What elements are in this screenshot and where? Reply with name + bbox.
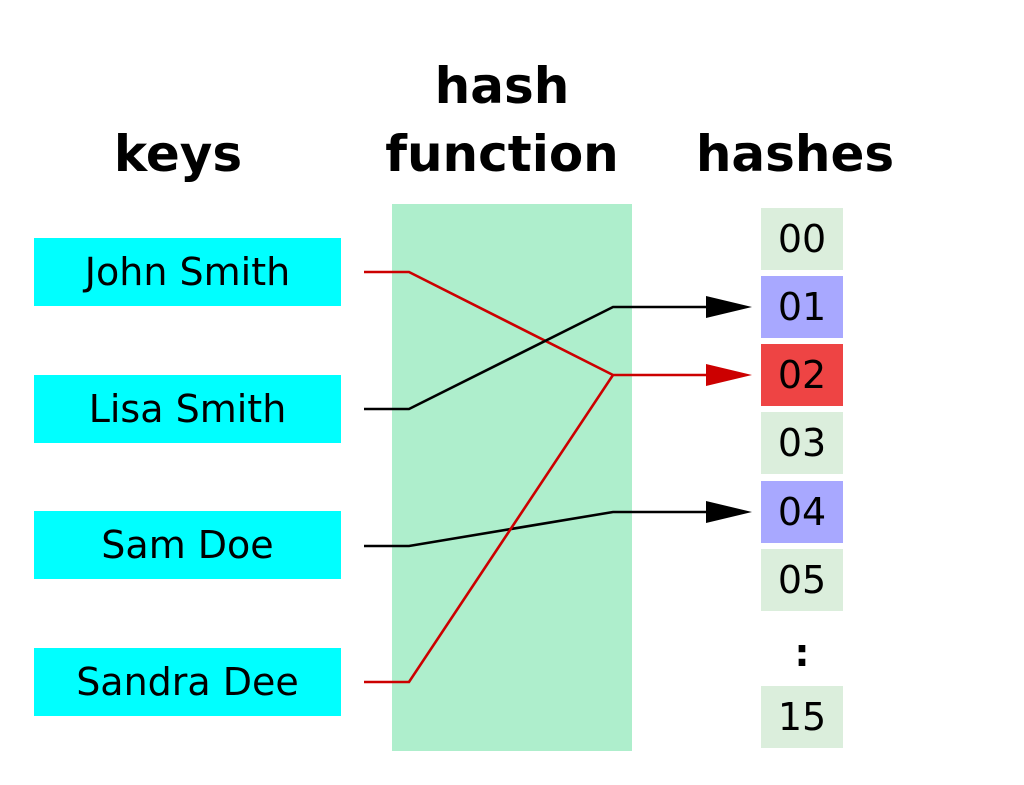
hash-cell-04: 04 — [761, 481, 843, 543]
hash-cell-03: 03 — [761, 412, 843, 474]
hash-function-heading-line1: hash — [434, 57, 570, 115]
hash-cell-15: 15 — [761, 686, 843, 748]
hash-function-heading-line2: function — [385, 125, 619, 183]
key-box-lisa-smith: Lisa Smith — [34, 375, 341, 443]
arrowhead-02-john-smith — [706, 364, 752, 386]
mapping-line-lisa-smith — [364, 305, 706, 411]
keys-heading: keys — [113, 125, 243, 183]
arrowhead-01 — [706, 296, 752, 318]
hash-cell-05: 05 — [761, 549, 843, 611]
mapping-line-sandra-dee — [364, 374, 615, 684]
key-box-sandra-dee: Sandra Dee — [34, 648, 341, 716]
key-box-john-smith: John Smith — [34, 238, 341, 306]
key-box-sam-doe: Sam Doe — [34, 511, 341, 579]
hash-function-box — [392, 204, 632, 751]
arrowhead-04 — [706, 501, 752, 523]
hash-cell-01: 01 — [761, 276, 843, 338]
mapping-line-john-smith — [364, 270, 706, 377]
hash-function-heading: hash function — [370, 52, 634, 188]
mapping-line-sam-doe — [364, 510, 706, 548]
hashes-heading: hashes — [695, 125, 895, 183]
hash-cell-02: 02 — [761, 344, 843, 406]
hash-ellipsis: : — [794, 631, 810, 675]
hash-cell-00: 00 — [761, 208, 843, 270]
